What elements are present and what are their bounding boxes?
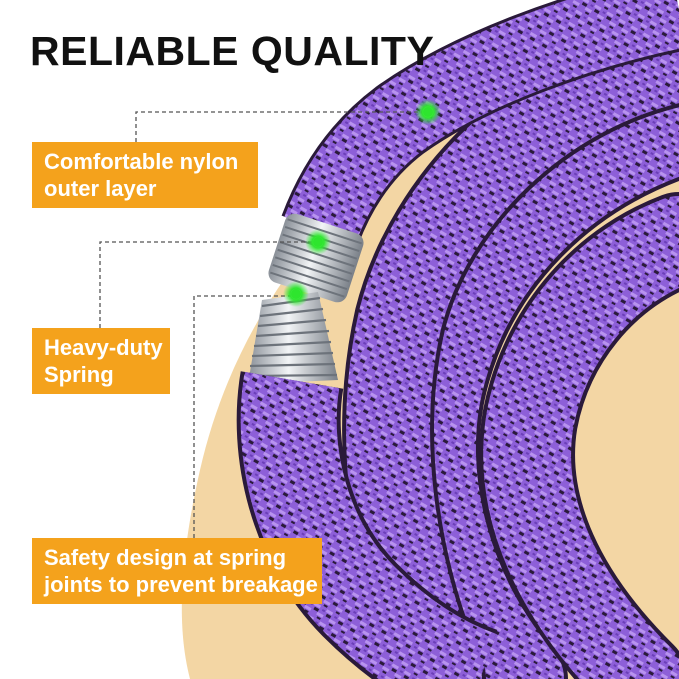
leader-lines <box>99 111 428 538</box>
callout-safety-design-line1: Safety design at spring <box>44 545 287 570</box>
callout-spring-line1: Heavy-duty <box>44 335 163 360</box>
headline: RELIABLE QUALITY <box>30 28 435 74</box>
callout-safety-design: Safety design at spring joints to preven… <box>32 538 322 604</box>
lower-hose-segment <box>236 371 498 679</box>
lower-spring <box>248 292 338 384</box>
indicator-markers <box>283 99 441 307</box>
callout-spring-line2: Spring <box>44 362 114 387</box>
callout-outer-layer-line2: outer layer <box>44 176 157 201</box>
callout-spring: Heavy-duty Spring <box>32 328 170 394</box>
callout-outer-layer-line1: Comfortable nylon <box>44 149 239 174</box>
callout-safety-design-line2: joints to prevent breakage <box>44 572 318 597</box>
hose-coils <box>342 14 679 679</box>
callout-outer-layer: Comfortable nylon outer layer <box>32 142 258 208</box>
